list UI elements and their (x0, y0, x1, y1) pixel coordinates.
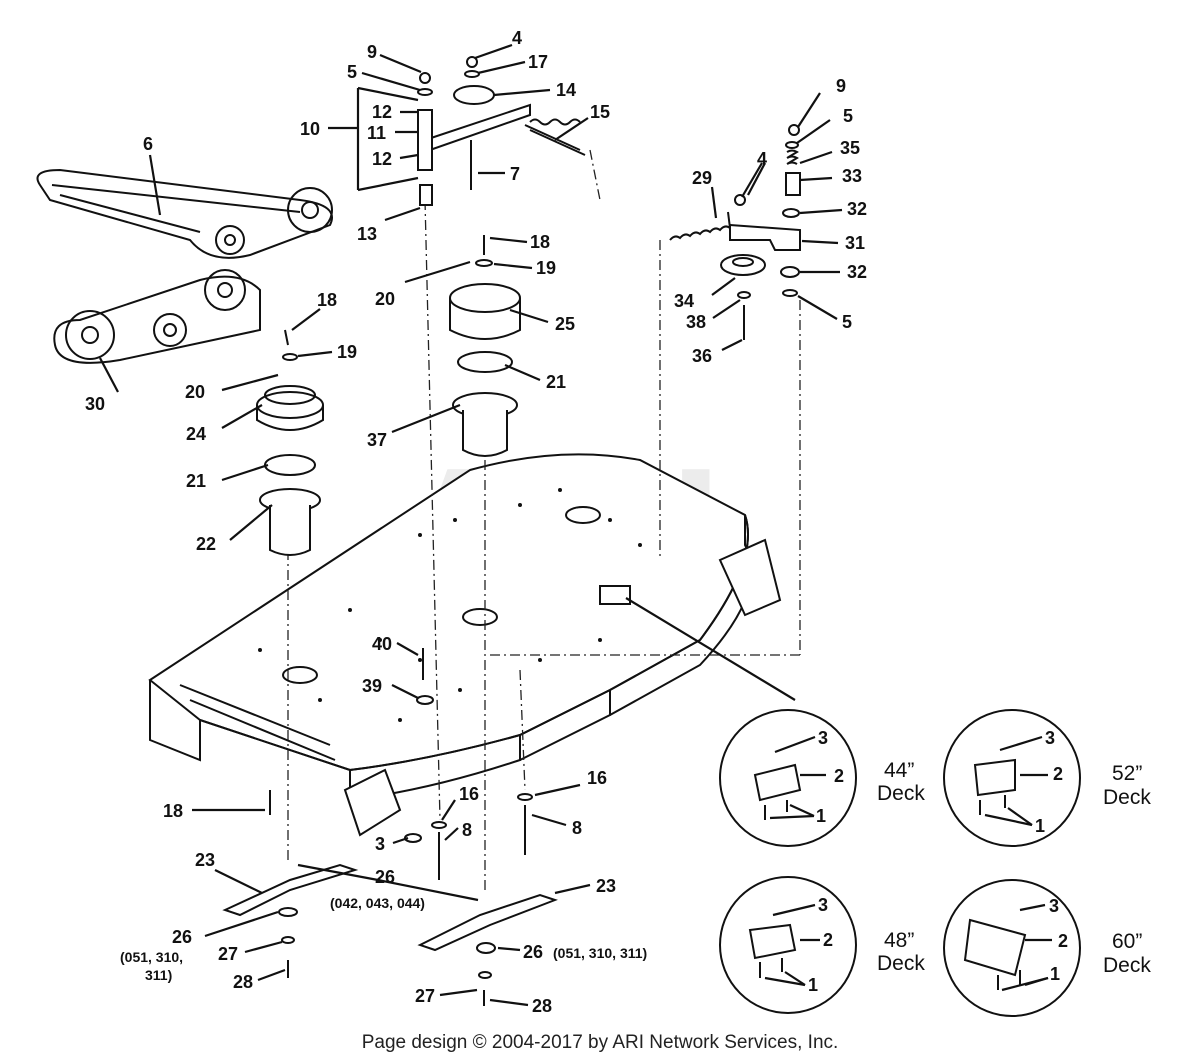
callout-18: 18 (530, 232, 550, 252)
callout-numbers: 9 5 4 17 14 12 10 11 12 15 6 7 13 18 19 … (85, 28, 867, 1016)
deck-44-callout-3: 3 (818, 728, 828, 748)
callout-12: 12 (372, 102, 392, 122)
callout-12: 12 (372, 149, 392, 169)
callout-21: 21 (186, 471, 206, 491)
deck-60-size: 60” (1112, 930, 1142, 953)
deck-44-word: Deck (877, 782, 925, 805)
deck-52-callout-2: 2 (1053, 764, 1063, 784)
model-note: (051, 310, (120, 949, 183, 965)
callout-18: 18 (163, 801, 183, 821)
callout-38: 38 (686, 312, 706, 332)
callout-36: 36 (692, 346, 712, 366)
callout-15: 15 (590, 102, 610, 122)
callout-19: 19 (337, 342, 357, 362)
callout-5: 5 (842, 312, 852, 332)
callout-10: 10 (300, 119, 320, 139)
callout-19: 19 (536, 258, 556, 278)
alignment-lines (287, 149, 801, 890)
callout-23: 23 (596, 876, 616, 896)
right-idler-assembly (669, 124, 801, 340)
callout-39: 39 (362, 676, 382, 696)
callout-35: 35 (840, 138, 860, 158)
callout-3: 3 (375, 834, 385, 854)
callout-34: 34 (674, 291, 694, 311)
model-note: (042, 043, 044) (330, 895, 425, 911)
callout-26: 26 (523, 942, 543, 962)
deck-44-callout-1: 1 (816, 806, 826, 826)
callout-18: 18 (317, 290, 337, 310)
deck-48-word: Deck (877, 952, 925, 975)
callout-5: 5 (843, 106, 853, 126)
deck-52-word: Deck (1103, 786, 1151, 809)
idler-arm-assembly (417, 56, 586, 206)
callout-40: 40 (372, 634, 392, 654)
deck-detail-44: 3 2 1 44” Deck (719, 709, 925, 847)
deck-44-callout-2: 2 (834, 766, 844, 786)
callout-32: 32 (847, 262, 867, 282)
deck-48-callout-3: 3 (818, 895, 828, 915)
callout-17: 17 (528, 52, 548, 72)
callout-7: 7 (510, 164, 520, 184)
callout-11: 11 (367, 123, 386, 143)
callout-6: 6 (143, 134, 153, 154)
deck-52-callout-3: 3 (1045, 728, 1055, 748)
drive-belts (36, 168, 333, 364)
callout-23: 23 (195, 850, 215, 870)
deck-48-callout-1: 1 (808, 975, 818, 995)
callout-16: 16 (459, 784, 479, 804)
callout-30: 30 (85, 394, 105, 414)
callout-27: 27 (218, 944, 238, 964)
deck-52-callout-1: 1 (1035, 816, 1045, 836)
callout-20: 20 (185, 382, 205, 402)
deck-detail-60: 3 2 1 60” Deck (943, 879, 1151, 1017)
deck-44-size: 44” (884, 759, 914, 782)
callout-29: 29 (692, 168, 712, 188)
deck-48-callout-2: 2 (823, 930, 833, 950)
callout-31: 31 (845, 233, 865, 253)
callout-20: 20 (375, 289, 395, 309)
callout-4: 4 (512, 28, 522, 48)
callout-33: 33 (842, 166, 862, 186)
callout-24: 24 (186, 424, 206, 444)
deck-60-callout-1: 1 (1050, 964, 1060, 984)
copyright-footer: Page design © 2004-2017 by ARI Network S… (361, 1032, 839, 1053)
callout-9: 9 (367, 42, 377, 62)
model-note: (051, 310, 311) (553, 945, 647, 961)
callout-8: 8 (572, 818, 582, 838)
callout-28: 28 (532, 996, 552, 1016)
deck-52-size: 52” (1112, 762, 1142, 785)
callout-26: 26 (172, 927, 192, 947)
callout-25: 25 (555, 314, 575, 334)
callout-9: 9 (836, 76, 846, 96)
callout-14: 14 (556, 80, 576, 100)
left-spindle-assembly (256, 329, 324, 556)
callout-16: 16 (587, 768, 607, 788)
callout-8: 8 (462, 820, 472, 840)
leader-lines (99, 43, 843, 1007)
callout-21: 21 (546, 372, 566, 392)
callout-22: 22 (196, 534, 216, 554)
callout-28: 28 (233, 972, 253, 992)
callout-32: 32 (847, 199, 867, 219)
center-spindle-assembly (449, 235, 521, 457)
callout-5: 5 (347, 62, 357, 82)
mower-deck (148, 453, 782, 837)
callout-4: 4 (757, 149, 767, 169)
callout-37: 37 (367, 430, 387, 450)
deck-60-callout-2: 2 (1058, 931, 1068, 951)
deck-detail-48: 3 2 1 48” Deck (719, 876, 925, 1014)
deck-detail-52: 3 2 1 52” Deck (943, 709, 1151, 847)
deck-48-size: 48” (884, 929, 914, 952)
callout-13: 13 (357, 224, 377, 244)
model-note: 311) (145, 967, 172, 983)
callout-27: 27 (415, 986, 435, 1006)
callout-26: 26 (375, 867, 395, 887)
blades-and-hardware (222, 648, 558, 1006)
deck-60-word: Deck (1103, 954, 1151, 977)
deck-60-callout-3: 3 (1049, 896, 1059, 916)
